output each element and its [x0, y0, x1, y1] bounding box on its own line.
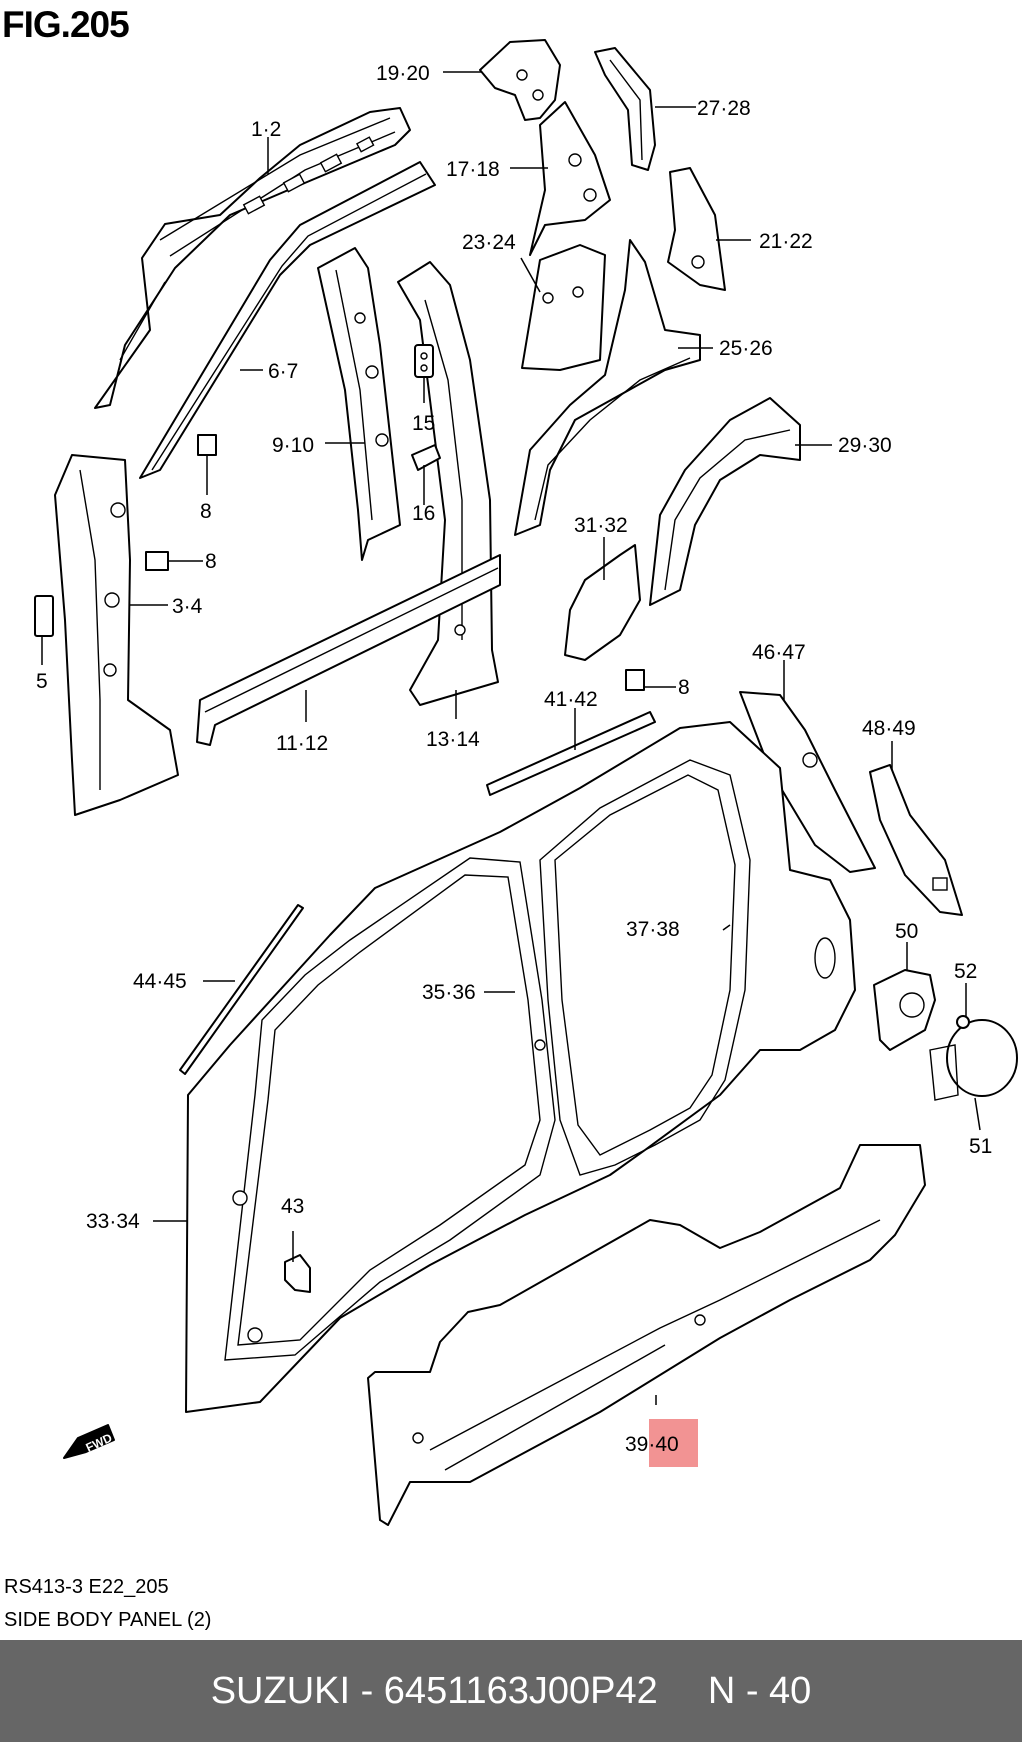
part-11-12-sill-reinforcement	[196, 554, 501, 746]
callout-29-30: 29·30	[838, 434, 892, 457]
callout-1-2: 1·2	[251, 118, 281, 141]
callout-41-42: 41·42	[544, 688, 598, 711]
part-29-30-outer-arch	[649, 397, 801, 606]
callout-3-4: 3·4	[172, 595, 203, 618]
part-33-34-side-outer-panel	[185, 721, 856, 1413]
fwd-direction-arrow: FWD	[63, 1424, 115, 1459]
part-inner-roof-rail	[139, 161, 436, 479]
part-3-4-a-pillar-lower	[54, 454, 179, 816]
figure-title: FIG.205	[2, 4, 130, 45]
part-31-32-bracket	[564, 544, 641, 661]
part-8-clip-c	[625, 669, 645, 691]
part-44-45-molding	[179, 904, 304, 1075]
callout-17-18: 17·18	[446, 158, 500, 181]
callout-51: 51	[969, 1135, 992, 1158]
callout-25-26: 25·26	[719, 337, 773, 360]
callout-11-12: 11·12	[276, 732, 328, 755]
callout-43: 43	[281, 1195, 304, 1218]
part-15-plate	[414, 344, 434, 378]
callout-13-14: 13·14	[426, 728, 480, 751]
part-21-22-bracket	[667, 167, 726, 291]
highlight-39-40	[649, 1419, 698, 1467]
figure-name: SIDE BODY PANEL (2)	[4, 1609, 212, 1631]
part-46-47-quarter-inner	[739, 691, 876, 873]
part-9-10-b-pillar-inner	[317, 247, 401, 561]
callout-52: 52	[954, 960, 977, 983]
part-16-plate	[411, 444, 441, 471]
part-8-clip-a	[197, 434, 217, 456]
part-17-18-pillar-upper	[529, 101, 611, 256]
callout-44-45: 44·45	[133, 970, 187, 993]
part-50-fuel-housing	[873, 969, 936, 1051]
callout-labels: 1·2 19·20 27·28 17·18 21·22 23·24 25·26 …	[36, 62, 992, 1456]
figure-code: RS413-3 E22_205	[4, 1576, 169, 1598]
exploded-parts-diagram: FWD 1·2	[34, 39, 1018, 1526]
part-39-40-side-sill-outer	[367, 1144, 926, 1526]
footer-bar: SUZUKI - 6451163J00P42 N - 40	[0, 1640, 1022, 1742]
callout-9-10: 9·10	[272, 434, 314, 457]
callout-50: 50	[895, 920, 918, 943]
callout-23-24: 23·24	[462, 231, 516, 254]
part-roof-side-rail	[94, 107, 411, 409]
part-41-42-roof-strip	[486, 711, 656, 796]
callout-31-32: 31·32	[574, 514, 628, 537]
part-23-24-reinforcement	[521, 244, 606, 371]
callout-8b: 8	[205, 550, 217, 573]
callout-48-49: 48·49	[862, 717, 916, 740]
callout-6-7: 6·7	[268, 360, 298, 383]
part-51-fuel-lid	[929, 1019, 1018, 1101]
part-27-28-gusset	[594, 47, 656, 171]
callout-27-28: 27·28	[697, 97, 751, 120]
footer-part-number: SUZUKI - 6451163J00P42	[210, 1669, 658, 1712]
callout-8a: 8	[200, 500, 212, 523]
callout-5: 5	[36, 670, 48, 693]
part-52-screw	[956, 1015, 970, 1029]
part-8-clip-b	[145, 551, 169, 571]
part-43-bracket	[284, 1254, 311, 1293]
callout-8c: 8	[678, 676, 690, 699]
callout-37-38: 37·38	[626, 918, 680, 941]
callout-19-20: 19·20	[376, 62, 430, 85]
callout-21-22: 21·22	[759, 230, 813, 253]
callout-15: 15	[412, 412, 435, 435]
part-48-49-quarter-bracket	[869, 764, 963, 916]
callout-33-34: 33·34	[86, 1210, 140, 1233]
part-13-14-b-pillar-outer	[397, 261, 499, 706]
callout-39-40: 39·40	[625, 1433, 679, 1456]
callout-35-36: 35·36	[422, 981, 476, 1004]
callout-16: 16	[412, 502, 435, 525]
footer-position: N - 40	[707, 1669, 812, 1712]
callout-46-47: 46·47	[752, 641, 806, 664]
leader-lines	[41, 71, 981, 1405]
part-19-20-bracket	[479, 39, 561, 121]
part-5-bracket	[34, 595, 54, 637]
part-25-26-inner-arch	[514, 239, 701, 536]
